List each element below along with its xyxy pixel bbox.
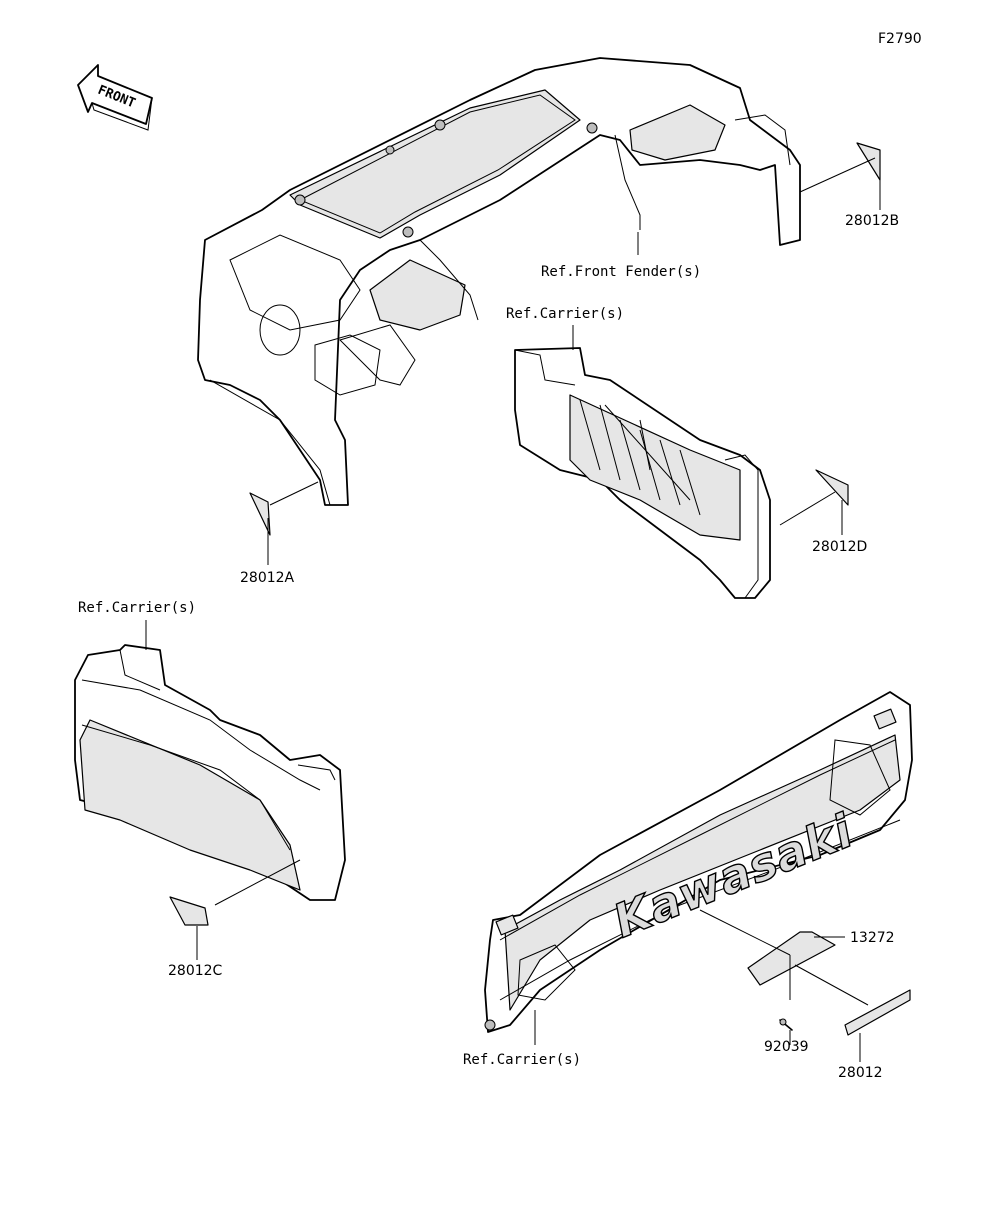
figure-id: F2790 [878, 31, 922, 47]
part-number-28012: 28012 [838, 1065, 883, 1081]
part-number-28012C: 28012C [168, 963, 223, 979]
label-28012B [856, 142, 881, 181]
carrier-side-part [74, 644, 346, 901]
label-28012A [249, 492, 271, 536]
label-28012D [815, 469, 849, 506]
clip-92039-icon [779, 1018, 793, 1031]
ref-carrier-top: Ref.Carrier(s) [506, 306, 624, 322]
label-28012C [169, 896, 209, 926]
part-number-28012B: 28012B [845, 213, 899, 229]
ref-front-fender: Ref.Front Fender(s) [541, 264, 701, 280]
front-arrow-icon: FRONT [77, 64, 153, 131]
pad-13272 [747, 931, 836, 986]
carrier-rear-part [514, 347, 771, 599]
part-number-28012D: 28012D [812, 539, 867, 555]
label-28012 [844, 989, 911, 1036]
ref-carrier-left: Ref.Carrier(s) [78, 600, 196, 616]
part-number-13272: 13272 [850, 930, 895, 946]
part-number-28012A: 28012A [240, 570, 295, 586]
leader-lines [145, 157, 881, 1062]
part-number-92039: 92039 [764, 1039, 809, 1055]
front-cover-part [197, 57, 801, 506]
carrier-tailgate-part: Kawasaki [484, 691, 913, 1033]
ref-carrier-bottom: Ref.Carrier(s) [463, 1052, 581, 1068]
